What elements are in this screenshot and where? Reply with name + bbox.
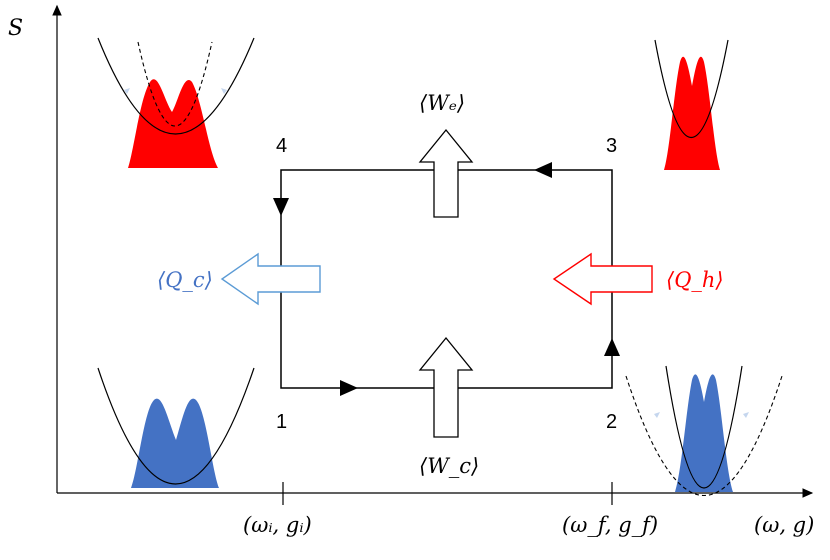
work-expansion-label: ⟨Wₑ⟩ xyxy=(419,91,465,115)
arrow-1-2 xyxy=(340,380,358,396)
state-3-potential xyxy=(654,39,729,170)
corner-label-4: 4 xyxy=(276,135,287,157)
corner-label-2: 2 xyxy=(606,411,617,433)
heat-cold-label: ⟨Q_c⟩ xyxy=(157,268,213,292)
heat-cold-arrow xyxy=(220,252,321,306)
heat-hot-label: ⟨Q_h⟩ xyxy=(666,268,724,292)
arrow-3-4 xyxy=(534,162,552,178)
corner-label-3: 3 xyxy=(606,135,617,157)
y-axis-label: S xyxy=(8,16,23,41)
state-2-potential xyxy=(625,365,783,497)
work-compression-arrow xyxy=(418,336,474,438)
work-expansion-arrow xyxy=(418,128,474,218)
arrow-4-1 xyxy=(273,198,289,216)
x-axis-label: (ω, g) xyxy=(754,513,814,537)
state-1-potential xyxy=(97,367,255,488)
state-4-potential xyxy=(97,37,255,168)
heat-hot-arrow xyxy=(552,252,653,306)
x-tick-2-label: (ω_f, g_f) xyxy=(562,513,658,537)
arrow-2-3 xyxy=(604,338,620,356)
work-compression-label: ⟨W_c⟩ xyxy=(419,454,479,478)
corner-label-1: 1 xyxy=(276,411,287,433)
x-tick-1-label: (ωᵢ, gᵢ) xyxy=(243,513,312,537)
